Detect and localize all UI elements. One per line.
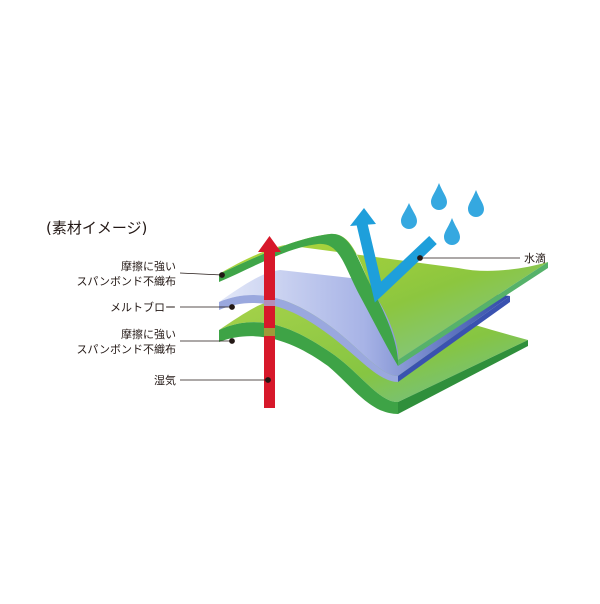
vapor-label: 湿気	[154, 374, 176, 387]
deflect-arrow-icon	[350, 208, 437, 303]
outer-spunbond-layer	[219, 233, 548, 366]
water-droplet-icon	[431, 183, 447, 210]
caption: (素材イメージ)	[46, 219, 148, 237]
water-label: 水滴	[524, 252, 546, 265]
water-droplet-icon	[468, 190, 484, 217]
outer-layer-label: 摩擦に強い スパンボンド不織布	[76, 259, 176, 289]
inner-layer-label-line2: スパンボンド不織布	[76, 343, 176, 356]
water-droplets	[401, 183, 484, 245]
leader-lines	[179, 255, 520, 383]
up-arrow-icon	[258, 236, 281, 408]
outer-layer-label-line2: スパンボンド不織布	[76, 275, 176, 288]
water-droplet-icon	[444, 218, 460, 245]
inner-layer-label-line1: 摩擦に強い	[121, 328, 176, 341]
outer-layer-label-line1: 摩擦に強い	[121, 260, 176, 273]
middle-layer-label: メルトブロー	[110, 301, 176, 314]
inner-layer-label: 摩擦に強い スパンボンド不織布	[76, 327, 176, 357]
water-droplet-icon	[401, 203, 417, 229]
